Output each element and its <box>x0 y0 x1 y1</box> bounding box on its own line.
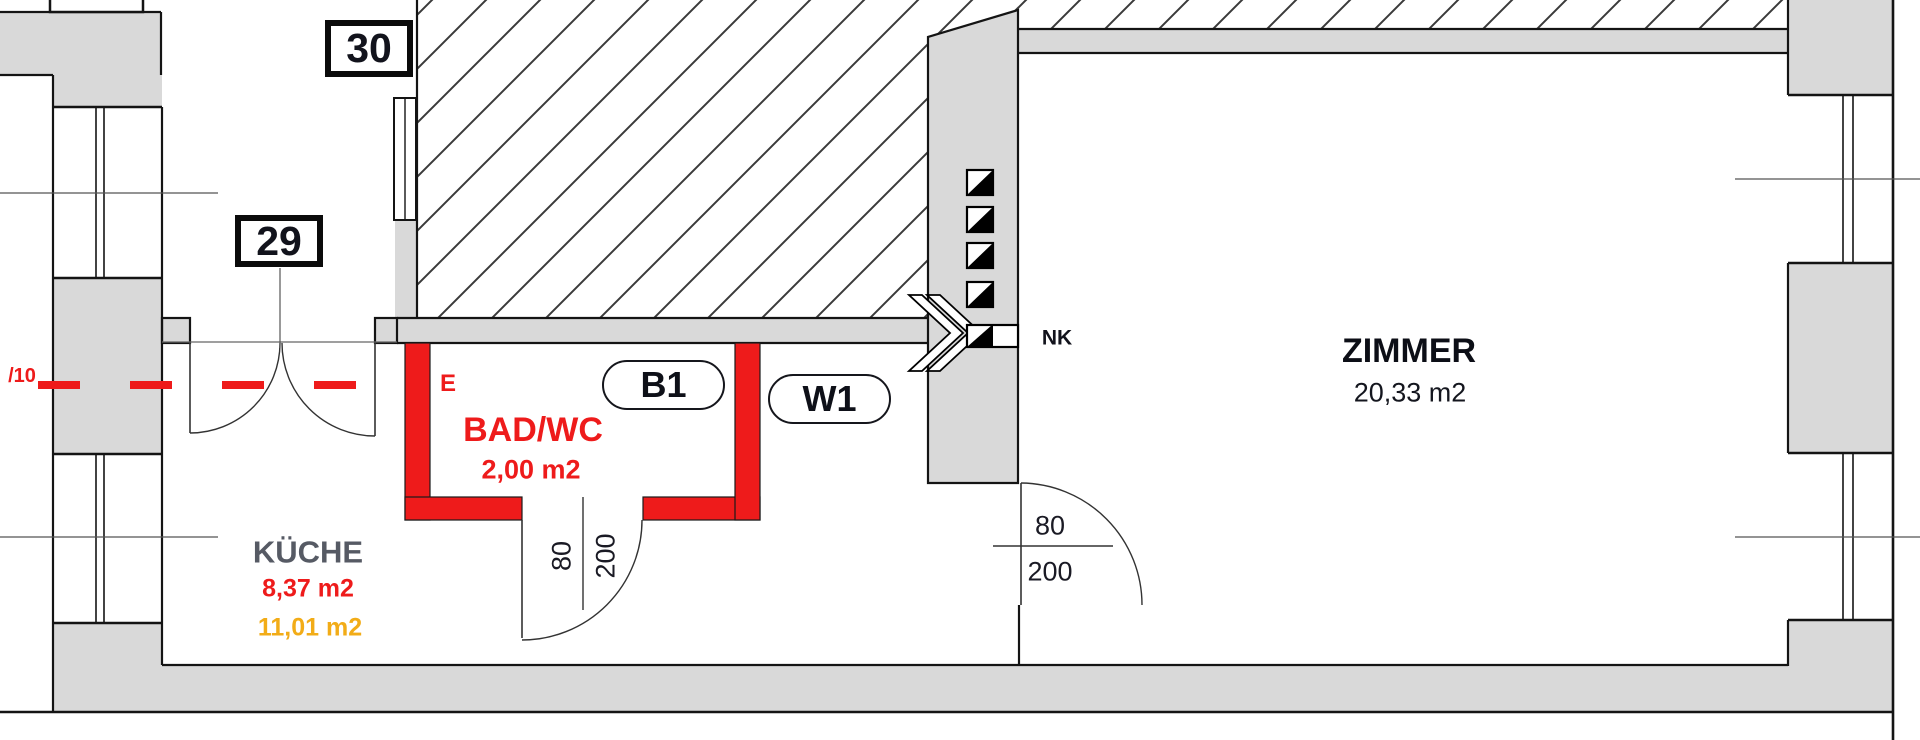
door29-swing <box>162 268 397 437</box>
nk-marker <box>965 323 1020 349</box>
zimmer-door-width: 80 <box>1034 510 1066 541</box>
badwc-door-width: 80 <box>546 540 577 572</box>
nk-label: NK <box>1041 326 1073 350</box>
badge-30: 30 <box>325 20 413 77</box>
top-edge-opening <box>48 0 145 14</box>
zimmer-room-name: ZIMMER <box>1341 332 1477 370</box>
zimmer-room-area: 20,33 m2 <box>1353 377 1467 408</box>
zimmer-door-height: 200 <box>1027 556 1073 587</box>
zimmer-door <box>993 482 1143 606</box>
ref-oval-b1: B1 <box>602 360 725 410</box>
badwc-room-area: 2,00 m2 <box>481 454 581 485</box>
badwc-door-height: 200 <box>590 533 621 579</box>
window-centerlines <box>0 178 1920 538</box>
hatched-shaft-areas <box>417 0 1788 318</box>
badwc-room-name: BAD/WC <box>463 411 603 449</box>
badwc-red-walls <box>404 342 761 521</box>
kueche-room-name: KÜCHE <box>252 534 364 570</box>
kueche-area-orange: 11,01 m2 <box>257 613 363 642</box>
badwc-door <box>521 497 643 641</box>
kueche-area-red: 8,37 m2 <box>262 574 354 603</box>
badge-29: 29 <box>235 215 323 267</box>
ref-oval-w1: W1 <box>768 374 891 424</box>
e-mark-label: E <box>439 370 457 397</box>
section-cut-label: /10 <box>8 365 36 387</box>
vent-markers <box>965 168 1020 349</box>
door29-piers <box>160 316 399 345</box>
shaft-slit-window <box>393 97 417 221</box>
